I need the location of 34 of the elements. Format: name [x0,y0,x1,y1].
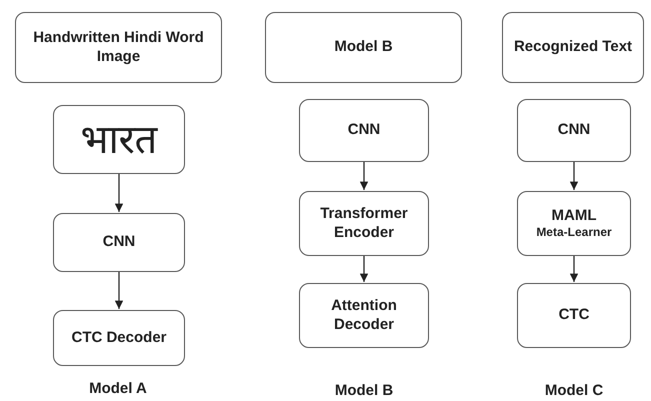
box-label: CNN [348,121,380,140]
process-box [299,99,429,162]
process-box [517,191,631,256]
process-box [517,99,631,162]
process-box [15,12,222,83]
process-box [53,310,185,366]
arrow [114,174,124,212]
box-label: Model B [334,38,393,57]
process-box [502,12,644,83]
box-label: CNN [558,121,590,140]
model-caption: Model B [334,382,394,399]
box-label: MAML [552,206,596,226]
process-box [53,105,185,174]
process-box [299,191,429,256]
box-label: CTC [558,306,590,325]
arrow [114,272,124,309]
box-label: Attention Decoder [330,296,398,334]
arrow [360,162,368,190]
box-label: CTC Decoder [71,328,167,348]
process-box [53,213,185,272]
arrow [570,256,578,282]
process-box [517,283,631,348]
hindi-word-text: भारत [80,120,158,160]
box-label: Handwritten Hindi Word Image [32,28,205,66]
process-box [299,283,429,348]
process-box [265,12,462,83]
model-caption: Model C [544,382,604,399]
box-label: Recognized Text [514,38,632,57]
box-label: Transformer Encoder [319,204,409,242]
box-subtitle: Meta-Learner [536,225,612,240]
arrow [360,256,368,282]
arrow [570,162,578,190]
model-caption: Model A [89,380,147,397]
box-label: CNN [102,233,136,252]
